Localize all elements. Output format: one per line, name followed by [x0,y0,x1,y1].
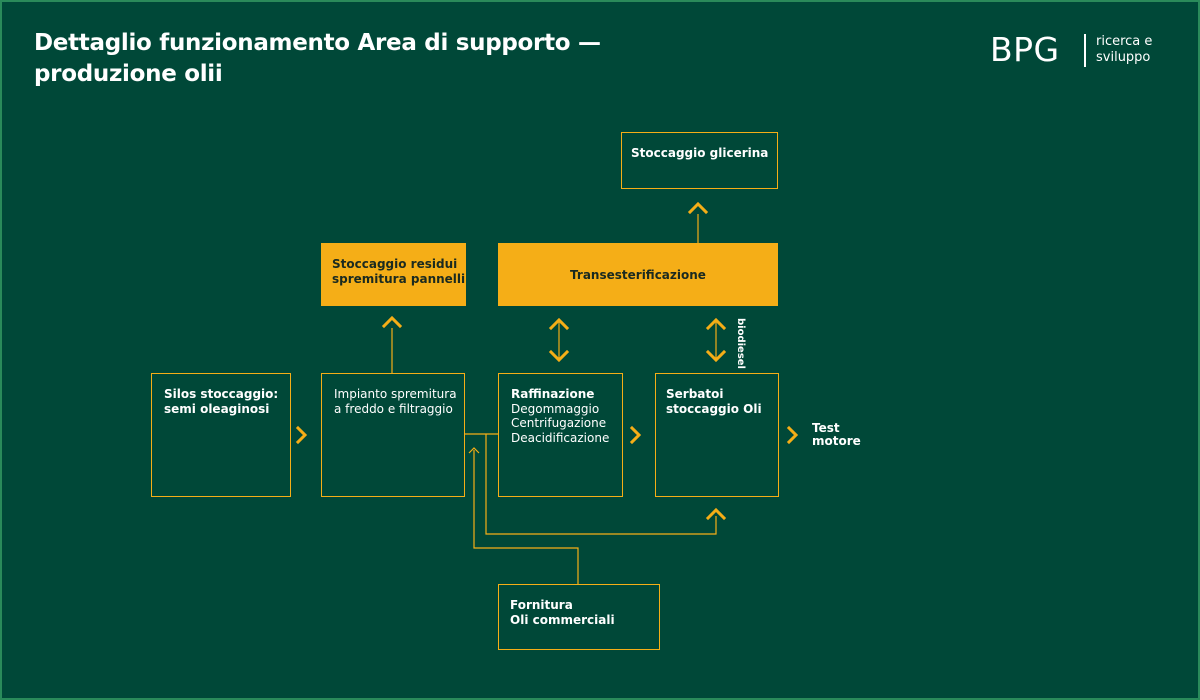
arrow-up-serbatoi [705,317,727,331]
label-test-motore: Test motore [812,422,861,448]
node-silos-label: Silos stoccaggio: semi oleaginosi [164,387,278,416]
node-silos-line-1: Silos stoccaggio: [164,387,279,401]
node-stoccaggio-residui: Stoccaggio residui spremitura pannelli [321,243,466,306]
node-stoccaggio-glicerina: Stoccaggio glicerina [621,132,778,189]
node-serbatoi-line-2: stoccaggio Oli [666,401,762,416]
connector-fornitura-serbatoi [485,434,717,535]
node-glicerina-label: Stoccaggio glicerina [631,146,769,160]
arrow-up-glicerina [687,201,709,215]
title-line-1: Dettaglio funzionamento Area di supporto… [34,30,601,56]
node-raffinazione-line-2: Centrifugazione [511,416,607,430]
node-residui-line-1: Stoccaggio residui [332,257,458,271]
logo-tagline-line-1: ricerca e [1096,34,1153,49]
node-raffinazione-line-1: Degommaggio [511,401,600,416]
logo-divider [1084,34,1086,67]
node-serbatoi-line-1: Serbatoi [666,387,724,401]
arrow-down-serbatoi [705,349,727,363]
arrow-up-impianto-small [468,447,480,454]
page-title: Dettaglio funzionamento Area di supporto… [34,28,634,90]
label-test-line-2: motore [812,434,861,448]
title-line-2: produzione olii [34,61,223,87]
label-test-line-1: Test [812,421,840,435]
arrow-right-silos [295,425,308,445]
node-impianto-label: Impianto spremitura a freddo e filtraggi… [334,387,457,416]
node-impianto-line-1: Impianto spremitura [334,387,457,401]
arrow-up-serbatoi-bottom [705,507,727,521]
node-residui-label: Stoccaggio residui spremitura pannelli [332,257,465,286]
arrow-down-raffinazione [548,349,570,363]
node-impianto-spremitura: Impianto spremitura a freddo e filtraggi… [321,373,465,497]
arrow-up-residui [381,315,403,329]
node-fornitura: Fornitura Oli commerciali [498,584,660,650]
connector-fornitura-impianto [473,450,579,584]
node-raffinazione-line-3: Deacidificazione [511,430,610,445]
arrow-right-test [786,425,799,445]
node-silos: Silos stoccaggio: semi oleaginosi [151,373,291,497]
node-raffinazione-label: Raffinazione Degommaggio Centrifugazione… [511,387,609,445]
label-biodiesel: biodiesel [735,318,746,369]
node-fornitura-line-2: Oli commerciali [510,612,615,627]
logo-mark: BPG [990,30,1060,69]
arrow-right-raffinazione [629,425,642,445]
node-raffinazione: Raffinazione Degommaggio Centrifugazione… [498,373,623,497]
node-raffinazione-title: Raffinazione [511,387,595,401]
node-residui-line-2: spremitura pannelli [332,271,466,286]
arrow-up-raffinazione [548,317,570,331]
node-impianto-line-2: a freddo e filtraggio [334,401,453,416]
node-serbatoi-label: Serbatoi stoccaggio Oli [666,387,762,416]
logo-tagline: ricerca e sviluppo [1096,34,1152,66]
logo-tagline-line-2: sviluppo [1096,50,1151,65]
node-fornitura-line-1: Fornitura [510,598,573,612]
node-fornitura-label: Fornitura Oli commerciali [510,598,615,627]
node-transesterificazione: Transesterificazione [498,243,778,306]
node-serbatoi: Serbatoi stoccaggio Oli [655,373,779,497]
node-silos-line-2: semi oleaginosi [164,401,270,416]
node-transesterificazione-label: Transesterificazione [570,268,706,282]
